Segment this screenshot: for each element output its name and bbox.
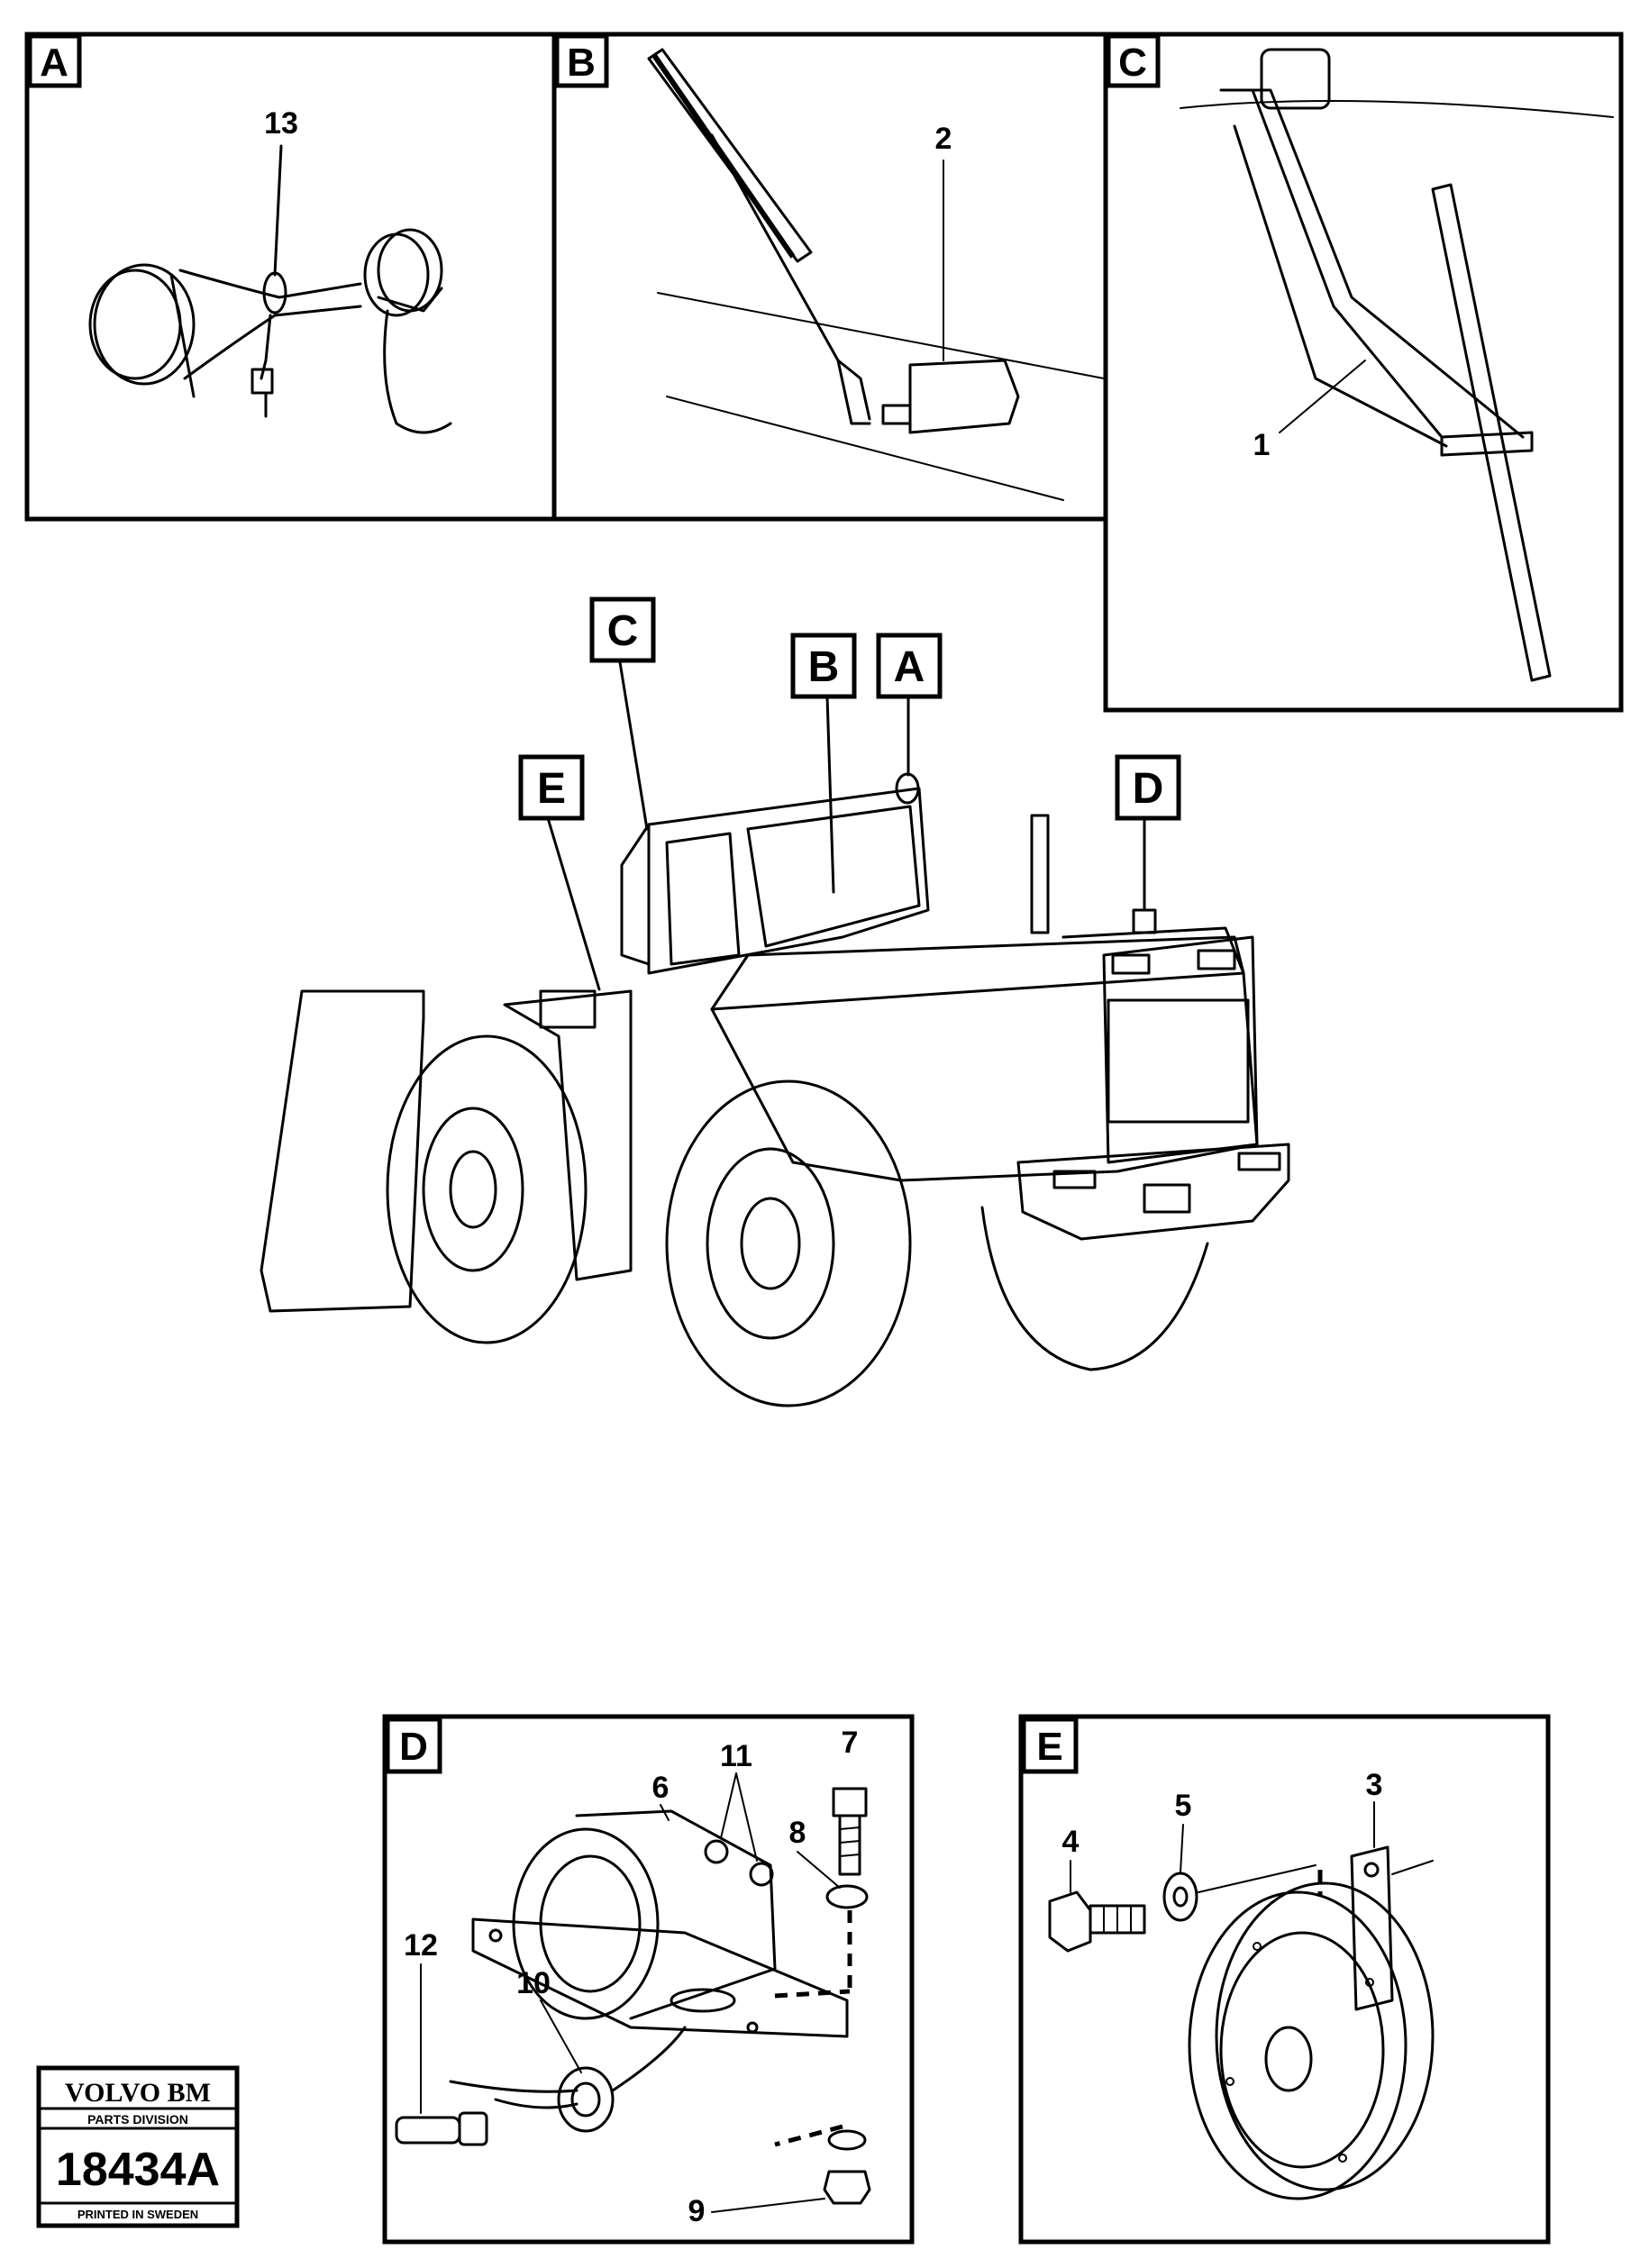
panel-b-letter-box: [554, 33, 609, 88]
callout-a: A: [876, 633, 943, 777]
part-number-9: 9: [688, 2194, 706, 2228]
panel-c: C 1: [1103, 32, 1624, 713]
stamp-brand: VOLVO BM: [65, 2078, 211, 2108]
panel-d-letter-box: [385, 1717, 442, 1774]
air-horn-illustration: [88, 144, 452, 434]
panel-b: B 2: [551, 32, 1108, 522]
svg-text:A: A: [894, 643, 925, 691]
stamp-code: 18434A: [56, 2144, 220, 2196]
part-number-3: 3: [1366, 1768, 1383, 1802]
panel-b-frame: [551, 32, 1108, 522]
panel-a-letter: A: [40, 41, 68, 85]
panel-e-letter: E: [1036, 1725, 1062, 1769]
panel-a-letter-box: [27, 33, 82, 88]
part-number-5: 5: [1175, 1789, 1192, 1823]
part-number-10: 10: [516, 1966, 551, 2000]
beacon-horn-illustration: [395, 1772, 871, 2213]
svg-text:B: B: [808, 643, 840, 691]
panel-a: A 13: [24, 32, 557, 522]
part-number-7: 7: [842, 1726, 859, 1760]
stamp-division: PARTS DIVISION: [87, 2112, 188, 2127]
svg-text:C: C: [607, 607, 639, 655]
panel-e-letter-box: [1021, 1717, 1079, 1774]
wiper-arm-illustration: [647, 48, 1105, 501]
part-number-2: 2: [935, 122, 952, 156]
wiper-blade-illustration: [1180, 48, 1614, 682]
callout-d: D: [1115, 754, 1181, 912]
panel-d-frame: [382, 1714, 915, 2245]
panel-e-frame: [1018, 1714, 1551, 2245]
panel-d: D 6 11 7 8 12 10 9: [382, 1714, 915, 2245]
part-number-13: 13: [264, 106, 298, 141]
panel-e: E 3 4 5: [1018, 1714, 1551, 2245]
panel-c-letter-box: [1106, 33, 1161, 88]
panel-c-frame: [1103, 32, 1624, 713]
callout-c: C: [589, 597, 656, 831]
panel-c-letter: C: [1118, 41, 1147, 85]
volvo-bm-stamp: VOLVO BM PARTS DIVISION 18434A PRINTED I…: [36, 2065, 240, 2228]
part-number-6: 6: [652, 1771, 670, 1805]
part-number-8: 8: [789, 1816, 806, 1850]
svg-text:D: D: [1133, 765, 1164, 813]
part-number-12: 12: [404, 1928, 438, 1963]
callout-b: B: [790, 633, 857, 894]
part-number-1: 1: [1253, 428, 1271, 462]
panel-d-letter: D: [399, 1725, 428, 1769]
stamp-printed: PRINTED IN SWEDEN: [77, 2208, 198, 2221]
part-number-11: 11: [720, 1739, 752, 1773]
svg-text:E: E: [537, 765, 566, 813]
callout-e: E: [518, 754, 601, 991]
panel-b-letter: B: [567, 41, 596, 85]
disc-horn-illustration: [1048, 1801, 1435, 2200]
part-number-4: 4: [1062, 1825, 1080, 1859]
wheel-loader-illustration: [260, 772, 1290, 1407]
